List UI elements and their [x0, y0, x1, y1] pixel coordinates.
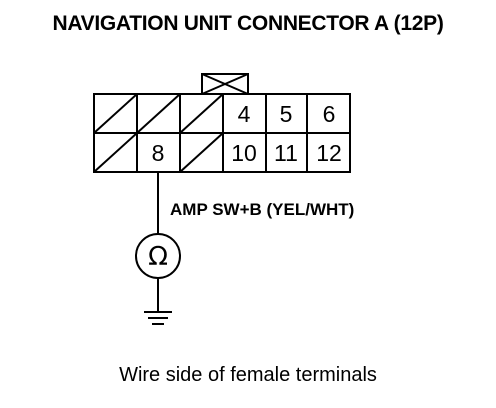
- caption: Wire side of female terminals: [119, 364, 377, 386]
- blank-cavity-9: [179, 132, 224, 173]
- ohm-symbol: Ω: [148, 242, 168, 272]
- blank-cavity-1: [93, 93, 138, 134]
- blank-cavities: [93, 93, 224, 173]
- pin-label-5: 5: [280, 101, 293, 127]
- ground-icon: [144, 311, 172, 325]
- pin-label-12: 12: [316, 140, 342, 166]
- blank-cavity-3: [179, 93, 224, 134]
- pin-label-6: 6: [323, 101, 336, 127]
- connector-lock-icon: [201, 73, 249, 95]
- pin-label-8: 8: [152, 140, 165, 166]
- blank-cavity-2: [136, 93, 181, 134]
- wire-label: AMP SW+B (YEL/WHT): [170, 200, 354, 219]
- connector-title: NAVIGATION UNIT CONNECTOR A (12P): [52, 12, 444, 35]
- pin-label-11: 11: [274, 140, 298, 166]
- pin-label-4: 4: [238, 101, 251, 127]
- blank-cavity-7: [93, 132, 138, 173]
- pin-label-10: 10: [231, 140, 257, 166]
- ohmmeter-icon: Ω: [135, 233, 181, 279]
